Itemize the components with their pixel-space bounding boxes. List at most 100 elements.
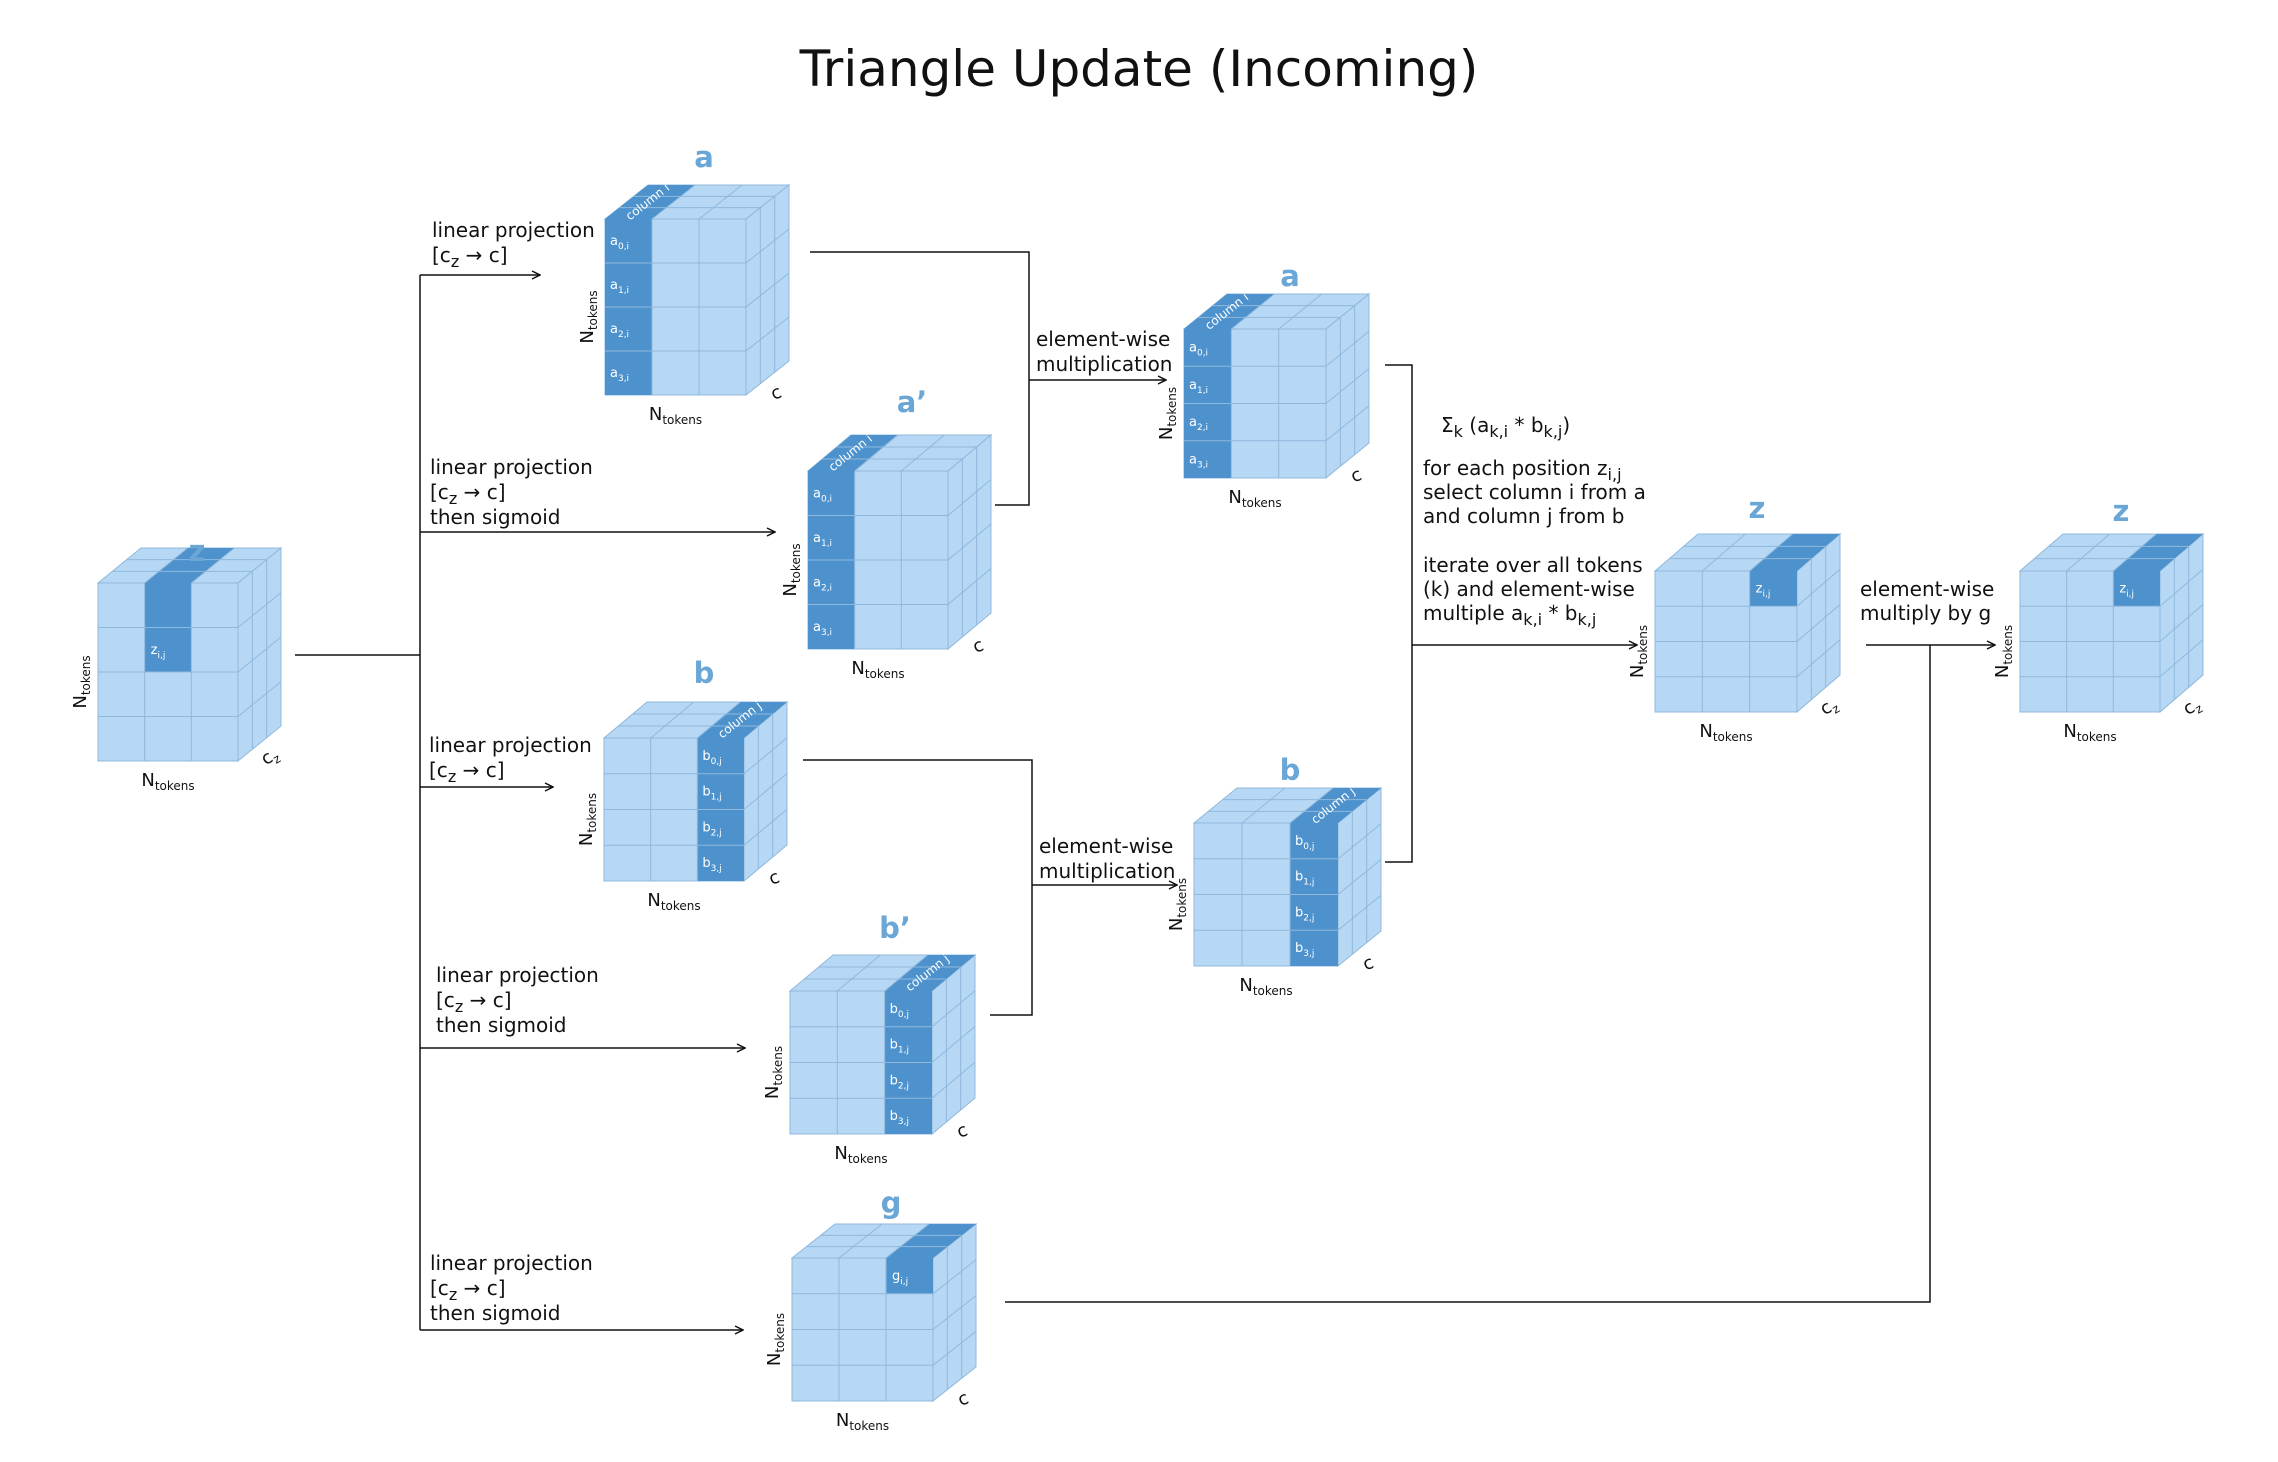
- cell-label: a0,i: [813, 486, 832, 504]
- cell-label: b3,j: [1295, 941, 1314, 959]
- rows-dimension-label: Ntokens: [764, 1313, 787, 1366]
- cell-label: b3,j: [890, 1109, 909, 1127]
- cube-grid: [1194, 787, 1382, 966]
- column-band-top: [697, 702, 787, 738]
- depth-dimension-label: c: [970, 635, 986, 658]
- diagram-title: Triangle Update (Incoming): [799, 40, 1479, 98]
- label-proj-b-prime: linear projection [cz → c] then sigmoid: [436, 963, 605, 1037]
- depth-dimension-label: c: [955, 1388, 971, 1411]
- cell-label: b1,j: [702, 785, 721, 803]
- cols-dimension-label: Ntokens: [1699, 721, 1752, 744]
- cell-label: b2,j: [890, 1073, 909, 1091]
- cell-label: b1,j: [890, 1038, 909, 1056]
- cell-label: a3,i: [1189, 452, 1208, 470]
- cube-grid: [808, 434, 992, 649]
- cell-label: b2,j: [702, 820, 721, 838]
- cell-band-front: [886, 1258, 933, 1294]
- column-band-top: [808, 435, 898, 471]
- connector-a-merge: [810, 251, 1030, 506]
- cols-dimension-label: Ntokens: [834, 1143, 887, 1166]
- cell-band-top: [2113, 534, 2203, 571]
- cube-name: a’: [897, 385, 928, 419]
- cube-grid: [790, 954, 976, 1134]
- rows-dimension-label: Ntokens: [576, 793, 599, 846]
- cell-label: zi,j: [151, 643, 166, 661]
- cols-dimension-label: Ntokens: [851, 658, 904, 681]
- cols-dimension-label: Ntokens: [141, 770, 194, 793]
- cell-label: a1,i: [610, 278, 629, 296]
- depth-dimension-label: c: [1348, 464, 1364, 487]
- label-sum-formula: Σk (ak,i * bk,j): [1441, 413, 1570, 441]
- connector-g-gate: [1005, 645, 1931, 1303]
- connector-b-merge: [803, 759, 1033, 1016]
- cube-name: a: [694, 140, 714, 174]
- cell-label: b2,j: [1295, 905, 1314, 923]
- rows-dimension-label: Ntokens: [1992, 625, 2015, 678]
- cube-grid: [1655, 533, 1841, 712]
- cube-grid: [1184, 293, 1370, 478]
- cube-name: z: [189, 534, 206, 568]
- cols-dimension-label: Ntokens: [649, 404, 702, 427]
- column-band-top: [605, 185, 695, 219]
- label-mult-a: element-wise multiplication: [1036, 327, 1177, 376]
- label-proj-a: linear projection [cz → c]: [432, 218, 601, 271]
- cell-label: b0,j: [890, 1002, 909, 1020]
- cube-name: z: [2113, 494, 2130, 528]
- cols-dimension-label: Ntokens: [2063, 721, 2116, 744]
- depth-dimension-label: c: [1360, 952, 1376, 975]
- cell-label: a3,i: [610, 366, 629, 384]
- cell-label: a2,i: [610, 322, 629, 340]
- rows-dimension-label: Ntokens: [1156, 387, 1179, 440]
- depth-dimension-label: c: [766, 867, 782, 890]
- cell-band-top: [886, 1224, 976, 1258]
- label-proj-a-prime: linear projection [cz → c] then sigmoid: [430, 455, 599, 529]
- cube-grid: [792, 1223, 977, 1401]
- cube-grid: [604, 701, 788, 881]
- cell-label: a3,i: [813, 620, 832, 638]
- cube-name: z: [1749, 491, 1766, 525]
- cell-label: a1,i: [1189, 378, 1208, 396]
- cell-label: a0,i: [610, 234, 629, 252]
- cols-dimension-label: Ntokens: [836, 1410, 889, 1433]
- depth-dimension-label: cz: [1817, 694, 1843, 722]
- cols-dimension-label: Ntokens: [647, 890, 700, 913]
- cell-label: zi,j: [2119, 582, 2134, 600]
- cube-name: b: [694, 656, 715, 690]
- cell-label: b3,j: [702, 856, 721, 874]
- cell-band-front: [2113, 571, 2160, 607]
- label-sum-description: for each position zi,j select column i f…: [1423, 456, 1652, 629]
- depth-dimension-label: cz: [258, 744, 284, 772]
- rows-dimension-label: Ntokens: [70, 655, 93, 708]
- rows-dimension-label: Ntokens: [762, 1046, 785, 1099]
- label-mult-g: element-wise multiply by g: [1860, 577, 2001, 625]
- depth-dimension-label: c: [954, 1120, 970, 1143]
- column-band-top: [1184, 294, 1275, 329]
- connectors: [295, 251, 1995, 1330]
- cube-grid: [2020, 533, 2204, 712]
- cell-label: b0,j: [1295, 834, 1314, 852]
- cell-label: gi,j: [892, 1269, 908, 1287]
- cube-name: b’: [879, 911, 911, 945]
- cell-label: a2,i: [1189, 415, 1208, 433]
- cell-band-top: [144, 548, 235, 583]
- cube-name: g: [881, 1186, 902, 1220]
- tensor-cubes: zi,jzNtokensNtokenscza0,ia1,ia2,ia3,icol…: [70, 140, 2205, 1433]
- cell-label: b0,j: [702, 749, 721, 767]
- cell-label: a1,i: [813, 531, 832, 549]
- annotations: linear projection [cz → c] linear projec…: [429, 218, 2001, 1325]
- cell-band-top: [1749, 534, 1840, 571]
- label-proj-g: linear projection [cz → c] then sigmoid: [430, 1251, 599, 1325]
- cell-label: a0,i: [1189, 341, 1208, 359]
- cube-grid: [98, 547, 282, 761]
- depth-dimension-label: cz: [2180, 694, 2206, 722]
- rows-dimension-label: Ntokens: [1166, 878, 1189, 931]
- rows-dimension-label: Ntokens: [577, 290, 600, 343]
